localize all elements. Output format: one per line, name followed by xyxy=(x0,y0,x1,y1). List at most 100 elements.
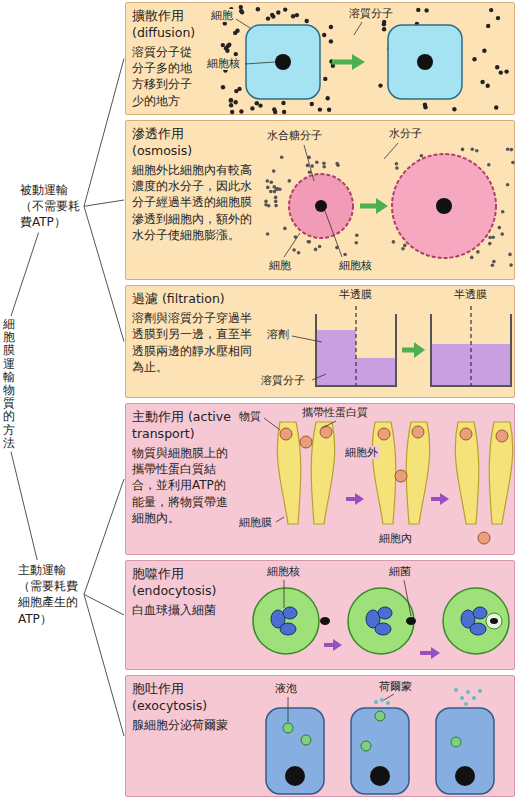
illustration-shape xyxy=(496,430,508,442)
illustration-shape xyxy=(229,98,233,102)
illustration-shape xyxy=(312,374,326,380)
illustration-shape xyxy=(332,60,354,65)
illustration-shape xyxy=(239,109,243,113)
panel-body: 白血球攝入細菌 xyxy=(132,602,242,618)
illustration-shape xyxy=(305,19,309,23)
part-label: 細菌 xyxy=(388,565,412,578)
illustration-shape xyxy=(370,766,390,786)
illustration-shape xyxy=(295,13,299,17)
illustration-shape xyxy=(311,422,334,524)
illustration-shape xyxy=(431,497,441,501)
illustration-shape xyxy=(289,174,353,238)
illustration-shape xyxy=(317,330,356,385)
cell-nucleus xyxy=(271,607,487,635)
beaker-before xyxy=(316,306,396,386)
illustration-shape xyxy=(221,43,225,47)
illustration-shape xyxy=(266,232,270,236)
root-heading: 細胞膜運輸物質的方法 xyxy=(3,318,15,450)
illustration-shape xyxy=(308,171,312,175)
leader-lines xyxy=(264,418,336,522)
illustration-shape xyxy=(511,161,515,165)
tree-connector xyxy=(84,59,124,207)
illustration-shape xyxy=(288,697,289,722)
part-label: 細胞 xyxy=(210,9,234,22)
illustration-shape xyxy=(486,24,490,28)
illustration-shape xyxy=(378,428,390,440)
panel-heading: 主動作用 (active transport) xyxy=(132,409,244,443)
illustration-shape xyxy=(443,588,509,654)
illustration-shape xyxy=(454,688,458,692)
process-arrow xyxy=(332,54,365,70)
illustration-shape xyxy=(501,210,505,214)
illustration-shape xyxy=(348,588,414,654)
part-label: 溶質分子 xyxy=(348,7,394,20)
illustration-shape xyxy=(246,25,320,99)
part-label: 細胞核 xyxy=(206,57,241,70)
illustration-shape xyxy=(480,80,484,84)
bacterium xyxy=(320,617,498,625)
illustration-shape xyxy=(466,690,470,694)
illustration-shape xyxy=(401,247,405,251)
illustration-shape xyxy=(235,29,239,33)
part-label: 細胞外 xyxy=(344,446,379,459)
illustration-shape xyxy=(229,98,233,102)
illustration-shape xyxy=(280,623,296,635)
branch-heading: 被動運輸（不需要耗費ATP） xyxy=(20,182,82,231)
illustration-shape xyxy=(382,27,386,31)
illustration-shape xyxy=(378,83,382,87)
illustration-shape xyxy=(315,200,327,212)
illustration-shape xyxy=(239,9,243,13)
illustration-shape xyxy=(489,8,493,12)
panel-heading: 胞吐作用 (exocytosis) xyxy=(132,681,244,715)
illustration-shape xyxy=(304,145,314,181)
illustration-shape xyxy=(455,422,478,524)
illustration-shape xyxy=(320,617,330,625)
illustration-shape xyxy=(324,643,334,647)
panel-heading: 滲透作用 (osmosis) xyxy=(132,126,244,160)
illustration-shape xyxy=(495,65,499,69)
panel-body: 溶質分子從分子多的地方移到分子少的地方 xyxy=(132,44,202,109)
illustration-shape xyxy=(280,428,292,440)
illustration-shape xyxy=(283,227,287,231)
illustration-shape xyxy=(301,735,311,745)
leader-lines xyxy=(284,580,411,616)
illustration-shape xyxy=(423,103,427,107)
illustration-shape xyxy=(346,497,356,501)
beaker-after xyxy=(431,306,511,386)
part-label: 半透膜 xyxy=(338,288,373,301)
illustration-shape xyxy=(234,89,238,93)
illustration-shape xyxy=(384,694,394,700)
part-label: 細胞 xyxy=(268,259,292,272)
illustration-shape xyxy=(492,260,496,264)
illustration-shape xyxy=(284,233,300,257)
illustration-shape xyxy=(388,25,462,99)
illustration-shape xyxy=(325,211,342,257)
cell-before xyxy=(246,25,320,99)
illustration-shape xyxy=(329,25,333,29)
process-panel: 滲透作用 (osmosis)細胞外比細胞內有較高濃度的水分子，因此水分子經過半透… xyxy=(125,120,515,280)
illustration-shape xyxy=(307,240,311,244)
illustration-shape xyxy=(375,623,391,635)
process-arrow xyxy=(324,639,440,659)
illustration-shape xyxy=(278,188,282,192)
branch-label: 主動運輸（需要耗費細胞產生的ATP） xyxy=(18,562,82,627)
illustration-shape xyxy=(292,248,296,252)
illustration-shape xyxy=(491,235,495,239)
illustration-shape xyxy=(267,204,271,208)
panel-heading: 擴散作用 (diffusion) xyxy=(132,8,202,42)
illustration-shape xyxy=(471,148,475,152)
illustration-shape xyxy=(372,422,395,524)
part-label: 細胞膜 xyxy=(238,516,273,529)
illustration-shape xyxy=(392,154,496,258)
illustration-shape xyxy=(392,240,396,244)
panel-heading: 過濾 (filtration) xyxy=(132,291,244,308)
substance-ball xyxy=(280,426,508,544)
illustration-shape xyxy=(234,52,238,56)
illustration-shape xyxy=(322,165,326,169)
illustration-shape xyxy=(270,13,274,17)
illustration-shape xyxy=(322,161,326,165)
part-label: 液泡 xyxy=(274,682,298,695)
illustration-shape xyxy=(470,306,471,386)
illustration-shape xyxy=(336,163,340,167)
